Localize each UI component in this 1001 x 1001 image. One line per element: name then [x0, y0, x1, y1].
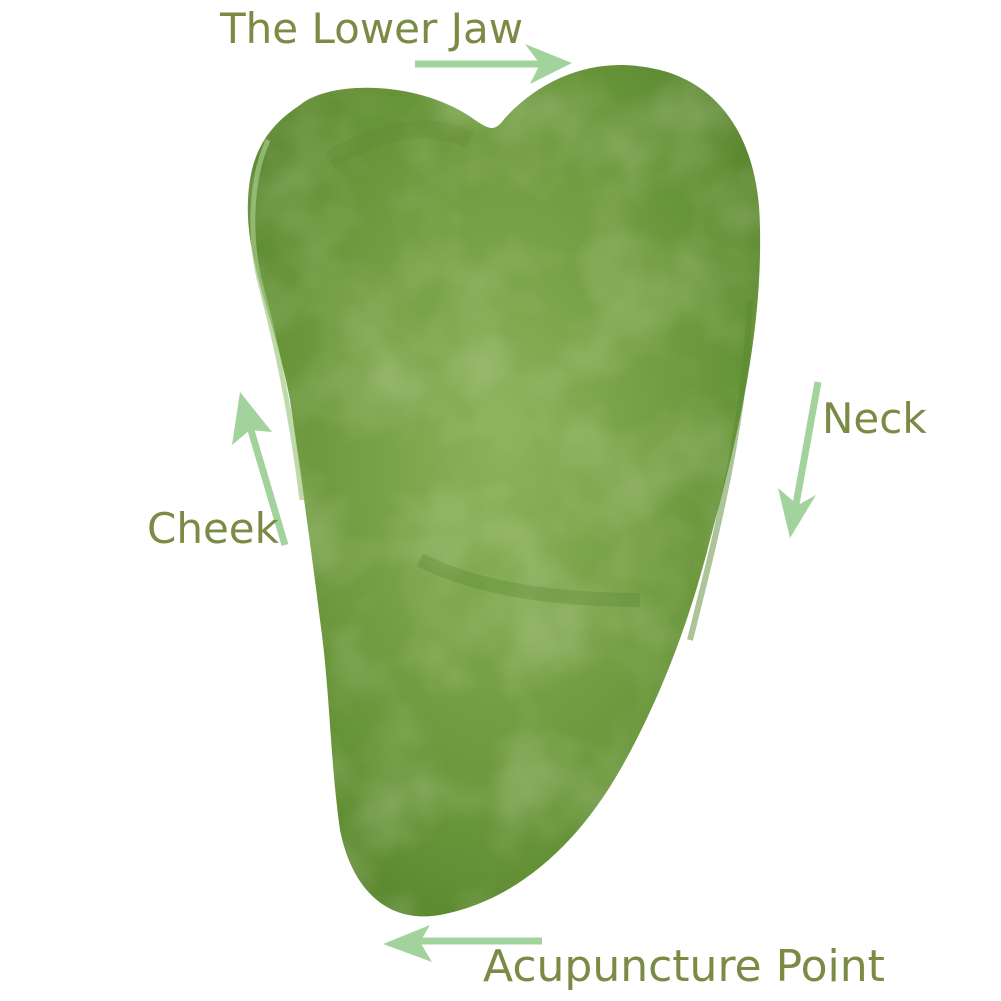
label-acupuncture-point: Acupuncture Point	[483, 941, 885, 992]
label-lower-jaw: The Lower Jaw	[220, 4, 524, 53]
label-neck: Neck	[822, 394, 927, 443]
label-cheek: Cheek	[147, 504, 279, 553]
